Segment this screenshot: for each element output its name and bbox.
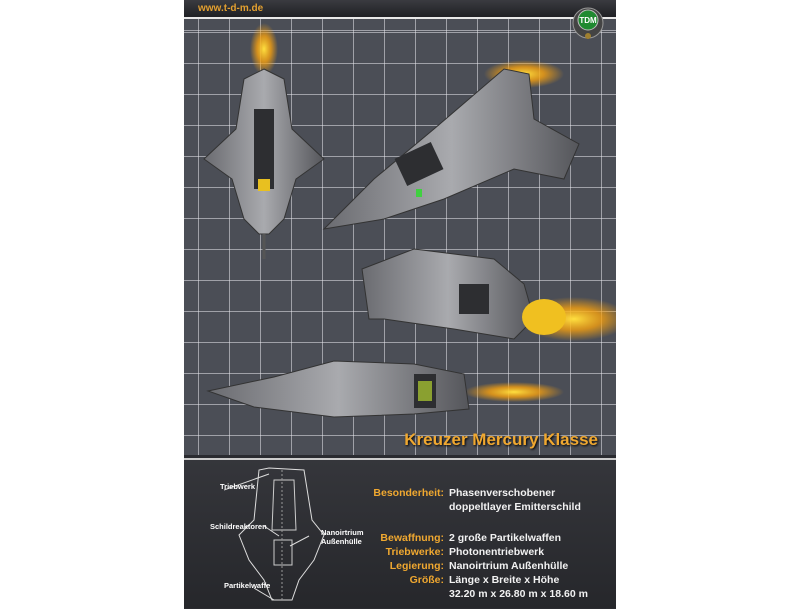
label-engine: Triebwerk	[220, 482, 256, 491]
spec-alloy: Legierung:Nanoirtrium Außenhülle	[389, 560, 569, 572]
ship-rear-view	[361, 248, 616, 341]
spec-special-cont: doppeltlayer Emitterschild	[449, 501, 581, 513]
spec-panel: Triebwerk Schildreaktoren Nanoirtrium Au…	[184, 458, 616, 608]
label-hull-2: Außenhülle	[321, 537, 362, 546]
svg-text:TDM: TDM	[579, 16, 597, 25]
spec-special: Besonderheit:Phasenverschobener	[373, 487, 556, 499]
spec-size-values: 32.20 m x 26.80 m x 18.60 m	[449, 588, 588, 600]
spec-engines: Triebwerke:Photonentriebwerk	[385, 546, 545, 558]
poster: www.t-d-m.de	[184, 0, 616, 609]
label-weapon: Partikelwaffe	[224, 581, 271, 590]
top-bar: www.t-d-m.de	[184, 0, 616, 19]
ship-blueprint	[224, 467, 325, 601]
spec-armament: Bewaffnung:2 große Partikelwaffen	[380, 532, 562, 544]
spec-size: Größe:Länge x Breite x Höhe	[409, 574, 560, 586]
website-url[interactable]: www.t-d-m.de	[198, 3, 264, 14]
label-hull-1: Nanoirtrium	[321, 528, 364, 537]
ship-perspective-view	[322, 60, 580, 230]
ship-side-view	[206, 360, 564, 418]
tdm-logo: TDM	[572, 7, 604, 39]
ship-renders	[203, 23, 616, 418]
ship-class-title: Kreuzer Mercury Klasse	[404, 430, 598, 449]
ship-top-view	[203, 23, 325, 259]
label-shield-reactors: Schildreaktoren	[210, 522, 267, 531]
